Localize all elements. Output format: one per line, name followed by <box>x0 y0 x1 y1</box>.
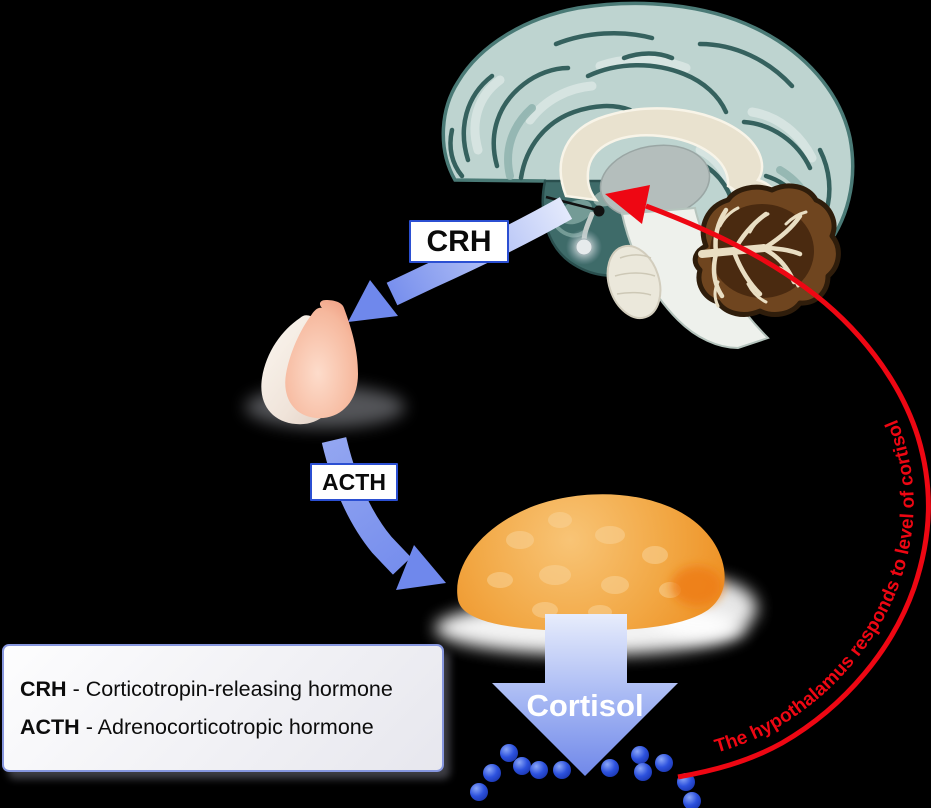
legend-item-crh: CRH - Corticotropin-releasing hormone <box>20 677 428 702</box>
acth-label-text: ACTH <box>322 468 386 495</box>
hypothalamus-marker <box>545 195 605 217</box>
cerebellum <box>692 183 841 317</box>
acth-label: ACTH <box>310 463 398 501</box>
cortisol-dot <box>683 792 701 808</box>
adrenal-gland <box>435 494 757 655</box>
pituitary-stalk-in-situ <box>566 211 602 265</box>
crh-label: CRH <box>409 220 509 263</box>
sulci-lines <box>448 30 832 235</box>
cortisol-arrow: Cortisol <box>492 614 678 776</box>
feedback-text: The hypothalamus responds to level of co… <box>712 417 918 758</box>
cortisol-label: Cortisol <box>526 688 643 723</box>
pituitary-gland <box>245 300 405 428</box>
cortisol-dot <box>513 757 531 775</box>
legend-abbr-crh: CRH <box>20 676 67 701</box>
acth-arrow-head <box>396 545 446 590</box>
pons <box>606 244 662 320</box>
gyri-highlights <box>470 55 817 195</box>
feedback-arc <box>645 203 931 780</box>
legend-definition-crh: - Corticotropin-releasing hormone <box>72 676 393 701</box>
adrenal-dark-patch <box>671 566 723 606</box>
cortisol-dot <box>634 763 652 781</box>
cortisol-dot <box>631 746 649 764</box>
legend-definition-acth: - Adrenocorticotropic hormone <box>85 714 374 739</box>
brain-illustration <box>441 1 855 350</box>
cortisol-dot <box>601 759 619 777</box>
arbor-vitae <box>698 206 808 308</box>
crh-arrow-head <box>348 280 398 322</box>
cortisol-dot <box>470 783 488 801</box>
cortisol-dot <box>500 744 518 762</box>
cortisol-dot <box>530 761 548 779</box>
cortisol-dot <box>483 764 501 782</box>
crh-label-text: CRH <box>426 224 492 258</box>
adrenal-body <box>457 494 725 632</box>
cortisol-dot <box>655 754 673 772</box>
pituitary-anterior-lobe <box>285 300 358 419</box>
legend-box: CRH - Corticotropin-releasing hormone AC… <box>2 644 444 772</box>
feedback-arrow-head <box>605 185 650 224</box>
pointer-line <box>545 195 598 212</box>
legend-item-acth: ACTH - Adrenocorticotropic hormone <box>20 715 428 740</box>
hypothalamus-marker-dot <box>593 205 605 217</box>
legend-abbr-acth: ACTH <box>20 714 80 739</box>
cortisol-dot <box>553 761 571 779</box>
